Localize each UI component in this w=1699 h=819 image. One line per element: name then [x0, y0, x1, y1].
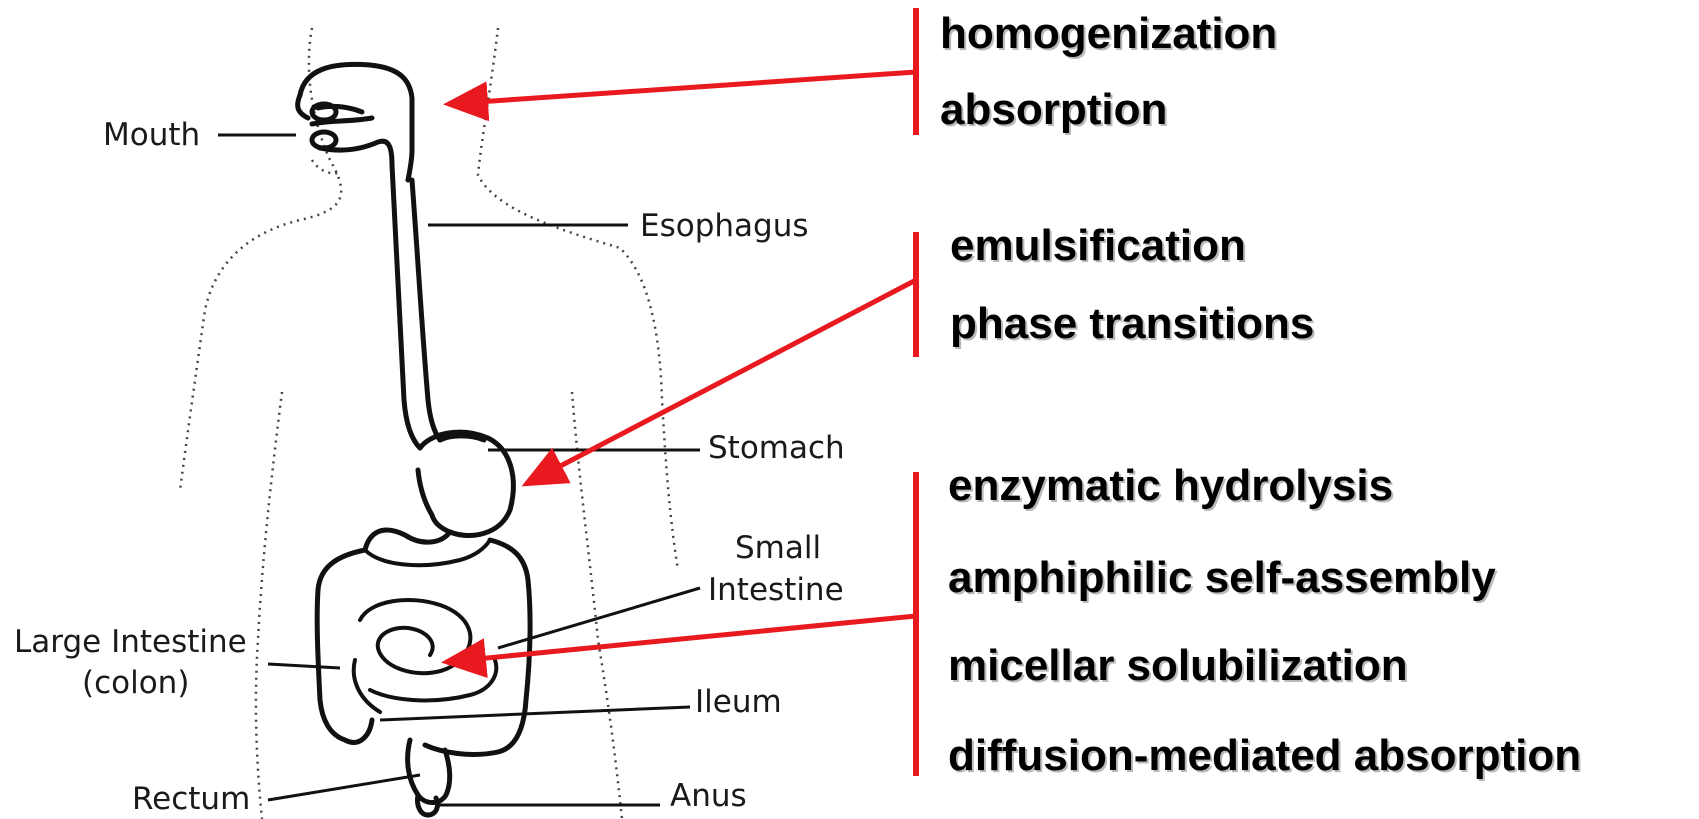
label-small-intestine-line1: Small	[735, 530, 821, 566]
process-micellar-solubilization: micellar solubilization	[948, 644, 1408, 688]
process-diffusion-mediated-absorption: diffusion-mediated absorption	[948, 734, 1581, 778]
process-absorption: absorption	[940, 88, 1167, 132]
rectum-shape	[408, 740, 450, 803]
label-leaders	[218, 135, 700, 805]
process-emulsification: emulsification	[950, 224, 1246, 268]
label-anus: Anus	[670, 778, 747, 814]
process-enzymatic-hydrolysis: enzymatic hydrolysis	[948, 464, 1393, 508]
stomach-shape	[418, 432, 513, 535]
large-intestine	[317, 550, 372, 742]
label-large-intestine-line2: (colon)	[82, 665, 189, 701]
label-esophagus: Esophagus	[640, 208, 809, 244]
label-mouth: Mouth	[103, 117, 200, 153]
label-rectum: Rectum	[132, 781, 250, 817]
arrow-to-mouth	[448, 72, 916, 104]
small-intestine	[354, 600, 497, 712]
label-small-intestine-line2: Intestine	[708, 572, 844, 608]
label-stomach: Stomach	[708, 430, 845, 466]
process-phase-transitions: phase transitions	[950, 302, 1314, 346]
label-large-intestine-line1: Large Intestine	[14, 624, 247, 660]
red-arrows	[446, 72, 916, 662]
label-ileum: Ileum	[695, 684, 782, 720]
process-homogenization: homogenization	[940, 12, 1277, 56]
arrow-to-small-intestine	[446, 616, 916, 662]
digestive-tract	[298, 64, 531, 815]
process-amphiphilic-self-assembly: amphiphilic self-assembly	[948, 556, 1496, 600]
